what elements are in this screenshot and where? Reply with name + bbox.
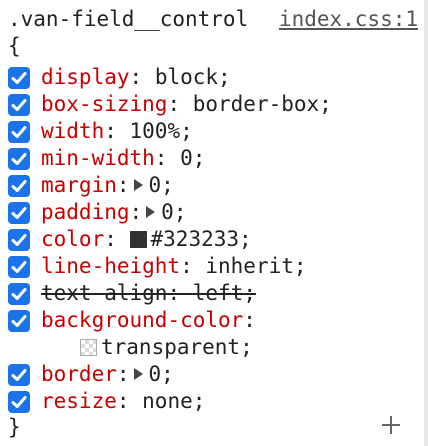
declaration-padding: padding:0; (8, 199, 428, 226)
declaration-text-align: text-align: left; (8, 280, 428, 307)
property-name[interactable]: display (41, 65, 130, 89)
property-name[interactable]: border (41, 362, 117, 386)
property-value[interactable]: left (192, 281, 244, 305)
declaration-margin: margin:0; (8, 172, 428, 199)
declaration-color: color: #323233; (8, 226, 428, 253)
property-value[interactable]: none (142, 389, 193, 413)
declaration-line-height: line-height: inherit; (8, 253, 428, 280)
plus-icon[interactable] (380, 414, 402, 436)
declaration-min-width: min-width: 0; (8, 145, 428, 172)
open-brace: { (8, 34, 21, 58)
property-name[interactable]: padding (41, 200, 130, 224)
declaration-width: width: 100%; (8, 118, 428, 145)
property-value[interactable]: #323233 (150, 227, 240, 251)
triangle-right-icon[interactable] (146, 206, 156, 218)
property-name[interactable]: margin (41, 173, 117, 197)
color-swatch[interactable] (80, 339, 97, 356)
check-icon[interactable] (8, 148, 30, 170)
property-name[interactable]: text-align (41, 281, 168, 305)
property-value[interactable]: 0 (148, 173, 162, 197)
property-value[interactable]: 0 (161, 200, 174, 224)
property-name[interactable]: line-height (41, 254, 181, 278)
check-icon[interactable] (8, 121, 30, 143)
declaration-display: display: block; (8, 64, 428, 91)
property-name[interactable]: width (41, 119, 105, 143)
property-name[interactable]: box-sizing (41, 92, 168, 116)
declaration-background-color-value: transparent; (80, 334, 253, 361)
declaration-background-color: background-color: (8, 307, 428, 334)
check-icon[interactable] (8, 256, 30, 278)
check-icon[interactable] (8, 202, 30, 224)
check-icon[interactable] (8, 364, 30, 386)
property-value[interactable]: border-box (192, 92, 320, 116)
property-name[interactable]: color (41, 227, 105, 251)
check-icon[interactable] (8, 175, 30, 197)
check-icon[interactable] (8, 310, 30, 332)
check-icon[interactable] (8, 229, 30, 251)
rule-header: .van-field__control index.css:1 (8, 6, 420, 32)
property-name[interactable]: min-width (41, 146, 155, 170)
rule-selector[interactable]: .van-field__control (8, 7, 249, 31)
property-value[interactable]: transparent (101, 335, 241, 359)
source-link[interactable]: index.css:1 (278, 7, 418, 31)
triangle-right-icon[interactable] (133, 179, 143, 191)
declaration-box-sizing: box-sizing: border-box; (8, 91, 428, 118)
property-value[interactable]: 100% (129, 119, 181, 143)
property-value[interactable]: block (154, 65, 219, 89)
check-icon[interactable] (8, 391, 30, 413)
color-swatch[interactable] (129, 231, 147, 248)
property-name[interactable]: background-color (41, 308, 244, 332)
check-icon[interactable] (8, 94, 30, 116)
declaration-border: border:0; (8, 361, 428, 388)
check-icon[interactable] (8, 283, 30, 305)
close-brace: } (8, 415, 21, 439)
declaration-resize: resize: none; (8, 388, 428, 415)
property-value[interactable]: inherit (205, 254, 294, 278)
check-icon[interactable] (8, 67, 30, 89)
property-value[interactable]: 0 (148, 362, 162, 386)
scrollbar[interactable] (424, 0, 428, 446)
triangle-right-icon[interactable] (133, 368, 143, 380)
property-value[interactable]: 0 (180, 146, 193, 170)
property-name[interactable]: resize (41, 389, 117, 413)
